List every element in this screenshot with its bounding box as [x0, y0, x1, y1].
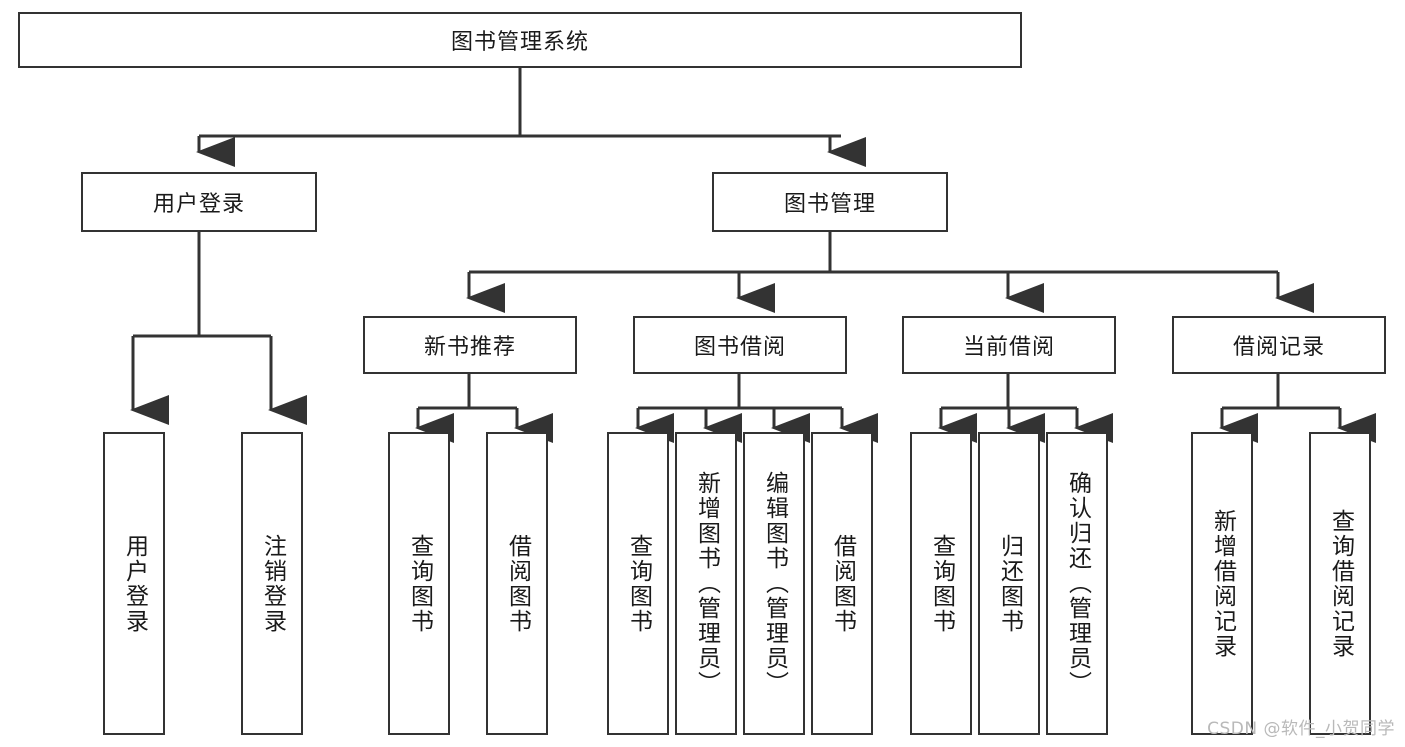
node-leaf-query-record[interactable]: 查询借阅记录: [1309, 432, 1371, 735]
node-new-book-rec[interactable]: 新书推荐: [363, 316, 577, 374]
node-leaf-borrow-book-2[interactable]: 借阅图书: [811, 432, 873, 735]
node-leaf-borrow-book-1-label: 借阅图书: [504, 533, 531, 634]
node-user-login[interactable]: 用户登录: [81, 172, 317, 232]
node-book-borrow-label: 图书借阅: [693, 335, 786, 360]
node-new-book-rec-label: 新书推荐: [423, 335, 516, 360]
node-leaf-add-book[interactable]: 新增图书（管理员）: [675, 432, 737, 735]
node-leaf-borrow-book-2-label: 借阅图书: [829, 533, 856, 634]
node-user-login-label: 用户登录: [152, 192, 245, 217]
node-leaf-query-book-1[interactable]: 查询图书: [388, 432, 450, 735]
node-leaf-add-record[interactable]: 新增借阅记录: [1191, 432, 1253, 735]
node-leaf-logout-label: 注销登录: [259, 533, 286, 634]
node-leaf-edit-book-label: 编辑图书（管理员）: [761, 471, 788, 696]
node-leaf-query-book-2[interactable]: 查询图书: [607, 432, 669, 735]
node-leaf-logout[interactable]: 注销登录: [241, 432, 303, 735]
node-leaf-return-book-label: 归还图书: [996, 533, 1023, 634]
node-book-manage-label: 图书管理: [783, 192, 876, 217]
node-leaf-confirm-return[interactable]: 确认归还（管理员）: [1046, 432, 1108, 735]
node-leaf-query-record-label: 查询借阅记录: [1327, 508, 1354, 659]
node-leaf-edit-book[interactable]: 编辑图书（管理员）: [743, 432, 805, 735]
node-leaf-borrow-book-1[interactable]: 借阅图书: [486, 432, 548, 735]
node-leaf-add-book-label: 新增图书（管理员）: [693, 471, 720, 696]
node-borrow-record-label: 借阅记录: [1232, 335, 1325, 360]
node-current-borrow-label: 当前借阅: [962, 335, 1055, 360]
node-borrow-record[interactable]: 借阅记录: [1172, 316, 1386, 374]
node-root-label: 图书管理系统: [450, 30, 589, 55]
node-leaf-add-record-label: 新增借阅记录: [1209, 508, 1236, 659]
node-leaf-confirm-return-label: 确认归还（管理员）: [1064, 471, 1091, 696]
node-leaf-user-login[interactable]: 用户登录: [103, 432, 165, 735]
node-leaf-query-book-1-label: 查询图书: [406, 533, 433, 634]
node-book-borrow[interactable]: 图书借阅: [633, 316, 847, 374]
node-leaf-query-book-3[interactable]: 查询图书: [910, 432, 972, 735]
node-leaf-query-book-2-label: 查询图书: [625, 533, 652, 634]
node-book-manage[interactable]: 图书管理: [712, 172, 948, 232]
node-leaf-query-book-3-label: 查询图书: [928, 533, 955, 634]
watermark: CSDN @软件_小贺同学: [1207, 719, 1395, 739]
node-current-borrow[interactable]: 当前借阅: [902, 316, 1116, 374]
node-leaf-user-login-label: 用户登录: [121, 533, 148, 634]
node-leaf-return-book[interactable]: 归还图书: [978, 432, 1040, 735]
node-root[interactable]: 图书管理系统: [18, 12, 1022, 68]
